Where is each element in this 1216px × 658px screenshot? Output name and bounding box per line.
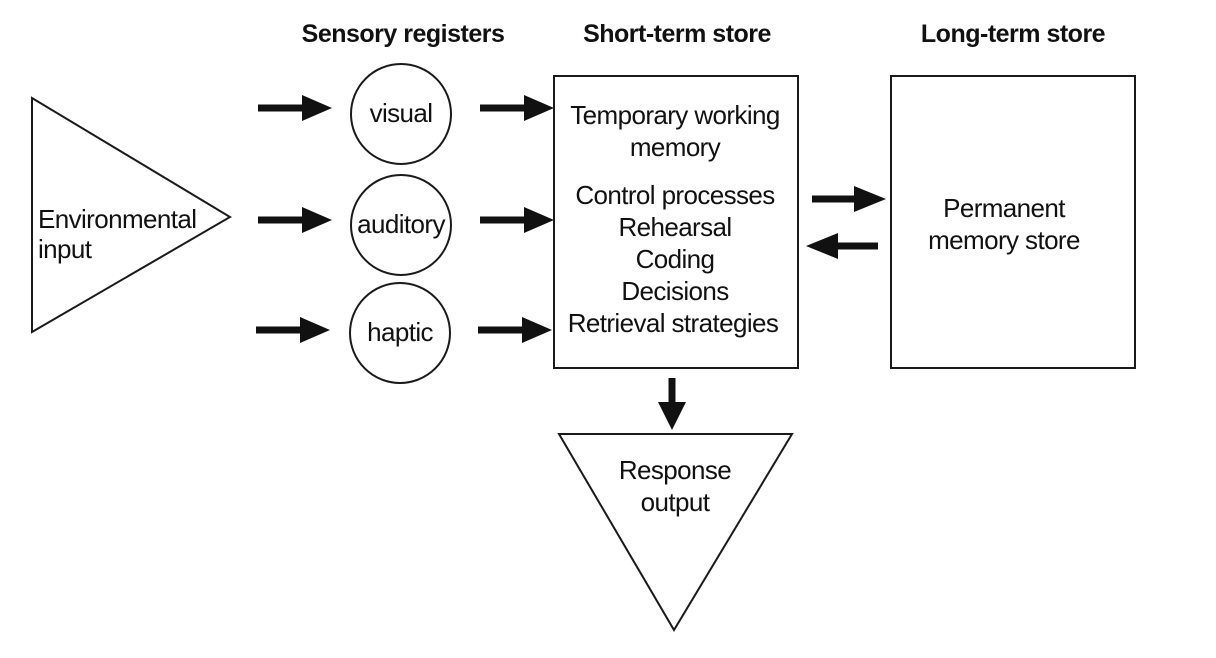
header-long-term-store: Long-term store	[921, 20, 1106, 48]
header-sensory-registers: Sensory registers	[302, 20, 505, 48]
arrow-input-to-visual	[258, 95, 332, 121]
haptic-register-circle	[349, 282, 451, 384]
long-term-store-box	[890, 75, 1136, 369]
temporary-working-memory-line2: memory	[630, 132, 721, 162]
permanent-memory-line1: Permanent	[943, 193, 1066, 223]
temporary-working-memory-line1: Temporary working	[570, 100, 779, 130]
arrow-short-term-to-long-term	[812, 186, 886, 212]
decisions-label: Decisions	[621, 276, 729, 306]
auditory-register-circle	[350, 174, 452, 276]
short-term-store-box	[553, 75, 799, 369]
response-output-line1: Response	[619, 455, 731, 485]
arrow-long-term-to-short-term	[806, 233, 878, 259]
environmental-input-label-line2: input	[38, 234, 93, 264]
retrieval-strategies-label: Retrieval strategies	[568, 308, 779, 338]
rehearsal-label: Rehearsal	[618, 212, 731, 242]
control-processes-label: Control processes	[575, 180, 775, 210]
header-short-term-store: Short-term store	[583, 20, 771, 48]
arrow-haptic-to-short-term	[478, 317, 552, 343]
arrow-visual-to-short-term	[480, 95, 554, 121]
visual-register-label: visual	[370, 98, 433, 128]
response-output-triangle	[557, 433, 794, 632]
environmental-input-triangle	[31, 96, 232, 334]
haptic-register-label: haptic	[367, 317, 433, 347]
visual-register-circle	[350, 63, 452, 165]
environmental-input-label-line1: Environmental	[38, 204, 196, 234]
arrow-short-term-to-response	[658, 378, 686, 430]
permanent-memory-line2: memory store	[928, 225, 1080, 255]
auditory-register-label: auditory	[357, 209, 445, 239]
arrow-input-to-haptic	[256, 317, 330, 343]
arrow-auditory-to-short-term	[480, 207, 554, 233]
coding-label: Coding	[636, 244, 715, 274]
arrow-input-to-auditory	[258, 207, 332, 233]
response-output-line2: output	[641, 487, 711, 517]
